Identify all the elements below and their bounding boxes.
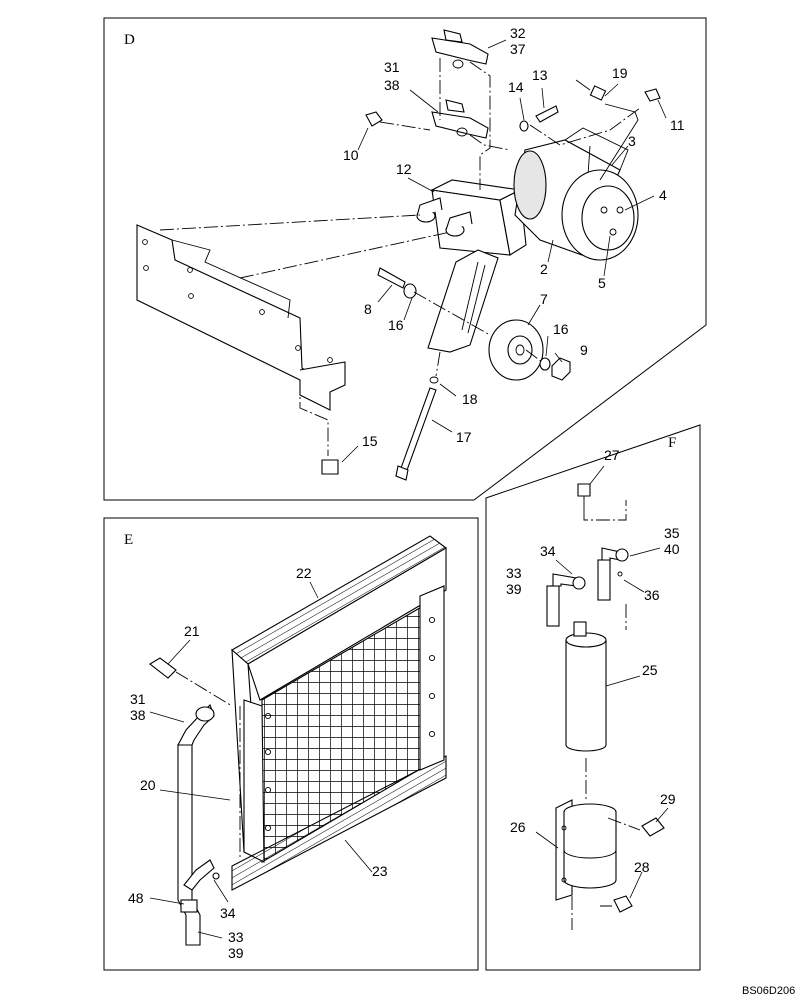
assembly-line: [583, 500, 627, 521]
assembly-line: [469, 134, 511, 151]
adjust-bolt: [395, 376, 439, 481]
washer-14: [519, 120, 529, 132]
callout-28: 28: [634, 859, 650, 875]
panel-d: D: [103, 17, 707, 501]
callout-23: 23: [372, 863, 388, 879]
idler-pulley: [488, 319, 544, 381]
callout-4: 4: [659, 187, 667, 203]
bolt-15: [321, 459, 339, 475]
condenser: [231, 535, 447, 891]
pressure-switch: [575, 79, 639, 181]
leader-lines-d: [341, 39, 667, 463]
callout-31: 31: [384, 59, 400, 75]
bolt-27: [577, 483, 591, 497]
callout-39-e: 39: [228, 945, 244, 961]
callout-21: 21: [184, 623, 200, 639]
callout-16-left: 16: [388, 317, 404, 333]
assembly-line: [379, 121, 431, 131]
nut-9: [551, 357, 571, 381]
callout-18: 18: [462, 391, 478, 407]
callout-19: 19: [612, 65, 628, 81]
assembly-line: [299, 380, 329, 456]
callout-10: 10: [343, 147, 359, 163]
receiver-clamp: [555, 799, 617, 901]
panel-d-letter: D: [124, 32, 135, 48]
callout-40: 40: [664, 541, 680, 557]
callout-37: 37: [510, 41, 526, 57]
assembly-line: [607, 817, 641, 831]
bolt-21: [149, 657, 177, 679]
callout-11: 11: [670, 117, 685, 133]
callout-34-f: 34: [540, 543, 556, 559]
callout-9: 9: [580, 342, 588, 358]
fitting-lower: [431, 99, 489, 139]
assembly-line: [435, 351, 441, 377]
callout-35: 35: [664, 525, 680, 541]
panel-f: F: [485, 424, 701, 971]
callout-38: 38: [384, 77, 400, 93]
callout-7: 7: [540, 291, 548, 307]
clutch-pulley: [561, 169, 639, 261]
callout-31-e: 31: [130, 691, 146, 707]
callout-22: 22: [296, 565, 312, 581]
assembly-line: [413, 291, 491, 336]
callout-34-e: 34: [220, 905, 236, 921]
assembly-line: [525, 349, 543, 363]
assembly-line: [159, 214, 421, 231]
callout-32: 32: [510, 25, 526, 41]
callout-33-e: 33: [228, 929, 244, 945]
bolt-8: [377, 267, 417, 299]
assembly-line: [529, 107, 641, 146]
washer-16: [539, 357, 551, 371]
callout-3: 3: [628, 133, 636, 149]
callout-39-f: 39: [506, 581, 522, 597]
bolt-10: [365, 111, 383, 127]
assembly-line: [571, 896, 612, 930]
callout-14: 14: [508, 79, 524, 95]
condenser-hose: [177, 704, 220, 946]
callout-2: 2: [540, 261, 548, 277]
callout-36: 36: [644, 587, 660, 603]
callout-12: 12: [396, 161, 412, 177]
callout-48: 48: [128, 890, 144, 906]
tensioner-arm: [427, 249, 499, 353]
bolt-11: [644, 88, 661, 102]
leader-lines-f: [535, 465, 669, 899]
callout-16-right: 16: [553, 321, 569, 337]
callout-25: 25: [642, 662, 658, 678]
callout-38-e: 38: [130, 707, 146, 723]
assembly-line: [469, 61, 491, 190]
drawing-code: BS06D206: [742, 985, 795, 997]
panel-e-frame: [103, 517, 479, 971]
assembly-line: [175, 671, 233, 707]
callout-8: 8: [364, 301, 372, 317]
receiver-fitting-left: [546, 573, 586, 627]
callout-15: 15: [362, 433, 378, 449]
receiver-fitting-right: [597, 547, 629, 601]
callout-29: 29: [660, 791, 676, 807]
panel-f-letter: F: [668, 435, 676, 451]
bolt-28: [613, 895, 633, 913]
mounting-bracket: [136, 224, 346, 411]
panel-e: E: [103, 517, 479, 971]
callout-5: 5: [598, 275, 606, 291]
callout-27: 27: [604, 447, 620, 463]
receiver-dryer: [565, 621, 607, 752]
bolt-29: [641, 817, 665, 837]
callout-13: 13: [532, 67, 548, 83]
panel-e-letter: E: [124, 532, 133, 548]
assembly-line: [239, 231, 451, 279]
leader-lines-e: [149, 581, 373, 939]
callout-20: 20: [140, 777, 156, 793]
fitting-upper: [431, 29, 489, 69]
bolt-13: [535, 105, 559, 123]
callout-26: 26: [510, 819, 526, 835]
panel-f-frame: [485, 424, 701, 971]
callout-17: 17: [456, 429, 472, 445]
callout-33-f: 33: [506, 565, 522, 581]
panel-d-frame: [103, 17, 707, 501]
